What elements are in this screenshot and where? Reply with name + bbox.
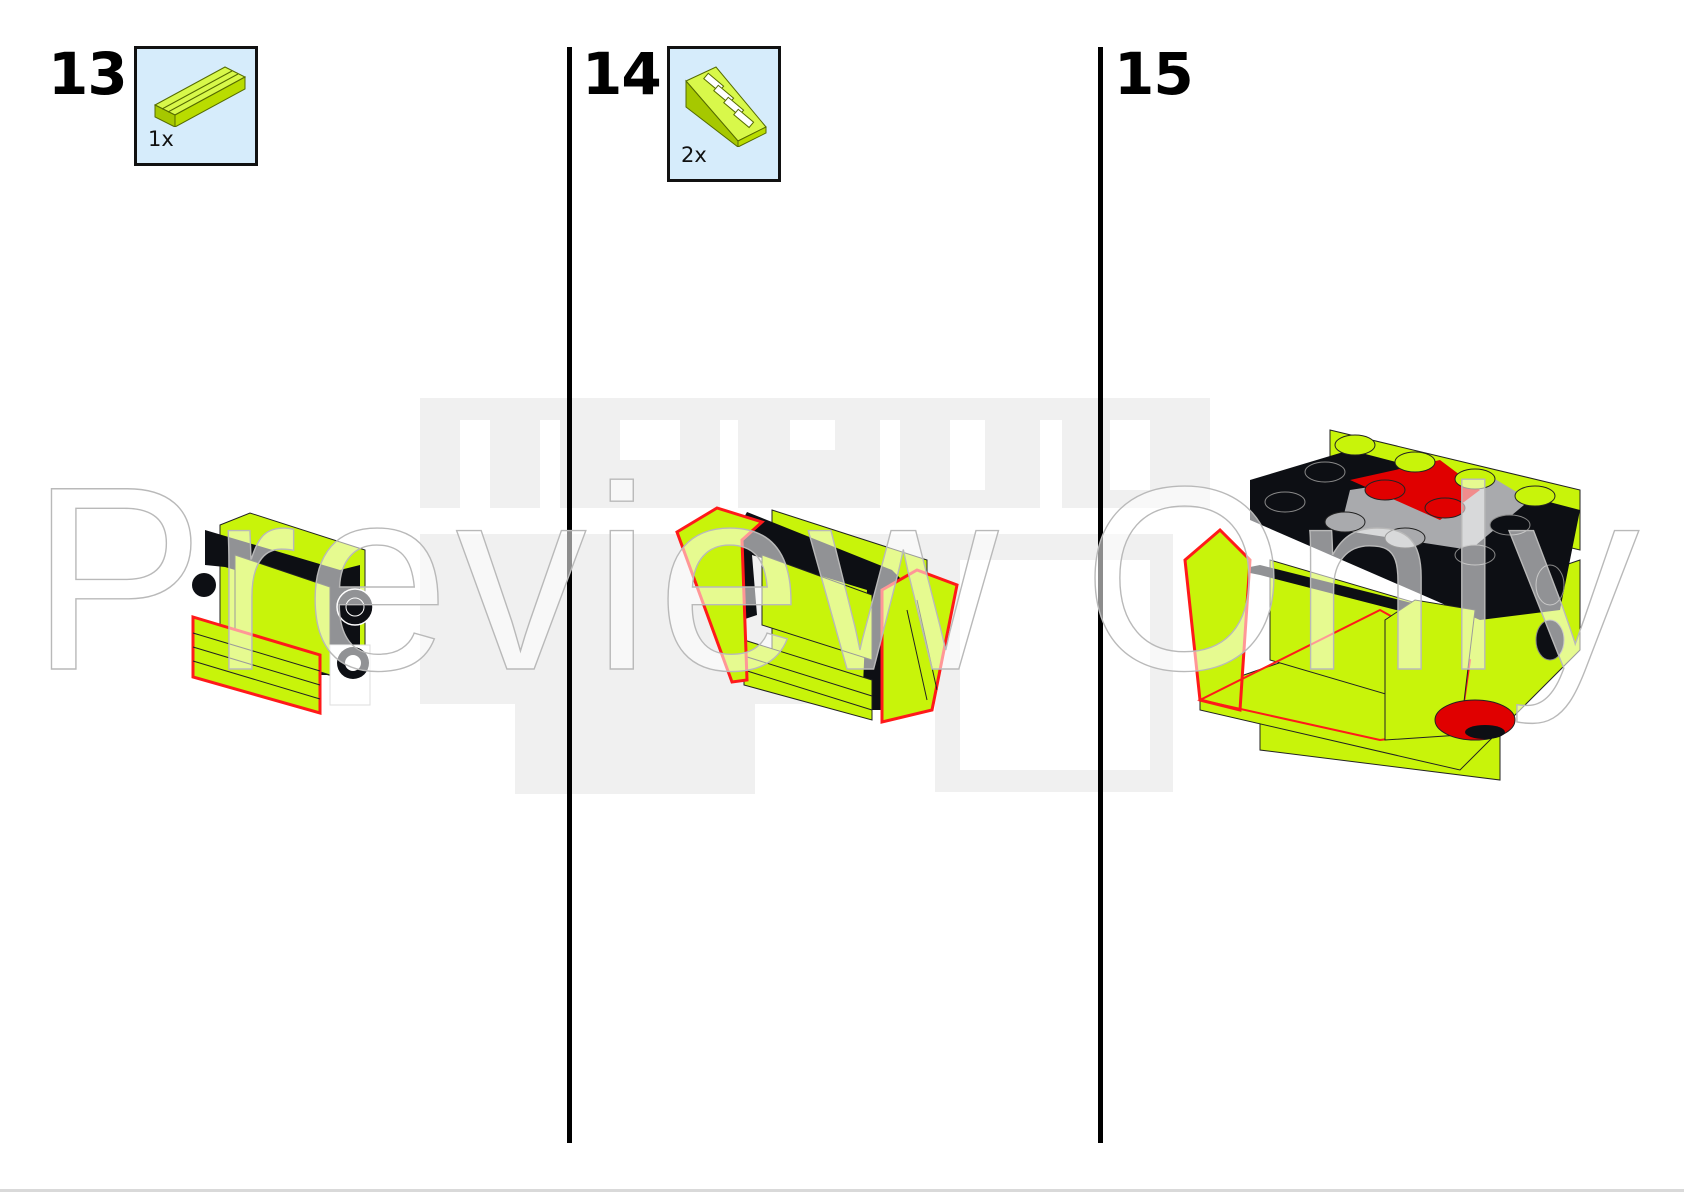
step-divider (567, 47, 572, 1143)
step-14-assembly (675, 506, 959, 724)
page-edge (0, 1189, 1684, 1192)
grille-tile-icon (153, 66, 247, 127)
step-13-assembly (191, 512, 374, 715)
parts-callout: 1x (134, 46, 258, 166)
step-number: 14 (582, 40, 662, 108)
step-divider (1098, 47, 1103, 1143)
step-number: 15 (1114, 40, 1194, 108)
part-quantity: 2x (681, 143, 707, 167)
part-quantity: 1x (148, 127, 174, 151)
step-number: 13 (48, 40, 128, 108)
parts-callout: 2x (667, 46, 781, 182)
grille-slope-icon (685, 66, 767, 147)
step-15-assembly (1183, 429, 1581, 781)
